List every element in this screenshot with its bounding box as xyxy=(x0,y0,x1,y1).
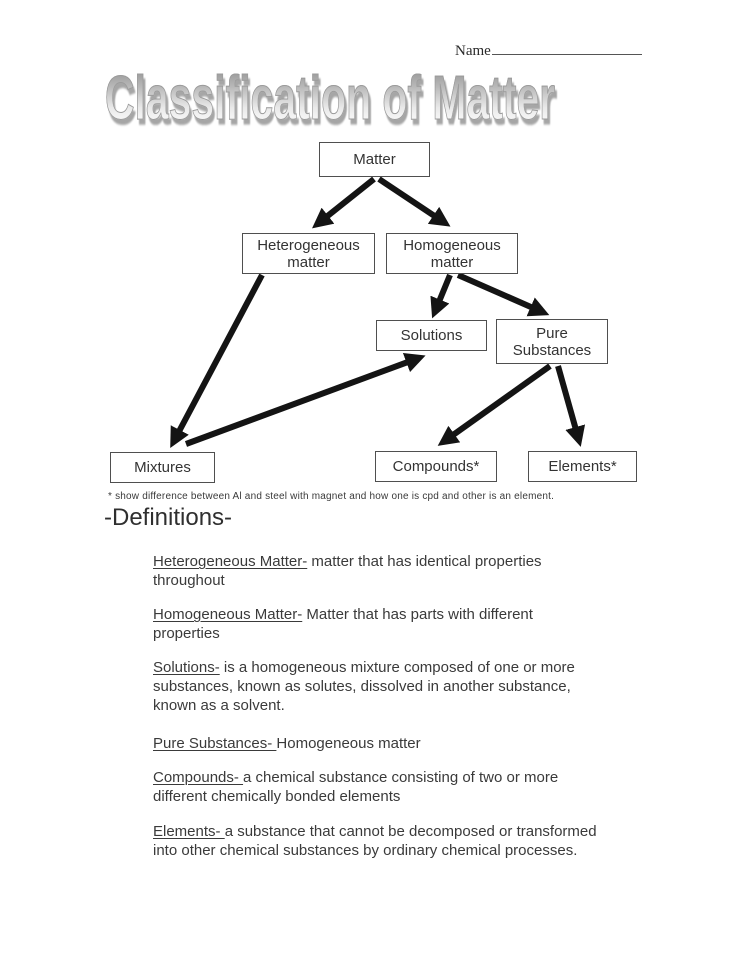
edge-matter-to-heterogeneous xyxy=(312,176,376,229)
node-solutions: Solutions xyxy=(376,320,487,351)
edge-mixtures-to-solutions xyxy=(184,352,426,447)
definition-elements: Elements- a substance that cannot be dec… xyxy=(153,822,673,860)
name-row: Name xyxy=(455,40,642,60)
definition-text: a chemical substance consisting of two o… xyxy=(153,769,559,805)
definition-term: Heterogeneous Matter- xyxy=(153,553,308,570)
node-elements: Elements* xyxy=(528,451,637,482)
definition-heterogeneous-matter: Heterogeneous Matter- matter that has id… xyxy=(153,552,673,590)
edge-pure-substances-to-elements xyxy=(555,365,586,447)
name-label: Name xyxy=(455,43,491,59)
edge-homogeneous-to-pure-substances xyxy=(456,272,550,317)
definition-text: Matter that has parts with different pro… xyxy=(153,606,533,642)
page-title: Classification of Matter xyxy=(105,64,556,133)
node-matter: Matter xyxy=(319,142,430,177)
footnote: * show difference between Al and steel w… xyxy=(108,491,555,502)
definition-term: Homogeneous Matter- xyxy=(153,606,303,623)
definition-term: Solutions- xyxy=(153,659,220,676)
edge-homogeneous-to-solutions xyxy=(430,273,453,319)
node-homogeneous-matter: Homogeneous matter xyxy=(386,233,518,274)
definitions-heading: -Definitions- xyxy=(104,504,233,531)
definition-text: matter that has identical properties thr… xyxy=(153,553,542,589)
definition-pure-substances: Pure Substances- Homogeneous matter xyxy=(153,734,673,753)
definition-text: a substance that cannot be decomposed or… xyxy=(153,823,597,859)
node-pure-substances: Pure Substances xyxy=(496,319,608,364)
definition-term: Compounds- xyxy=(153,769,244,786)
node-heterogeneous-matter: Heterogeneous matter xyxy=(242,233,375,274)
edge-matter-to-homogeneous xyxy=(377,176,451,227)
node-compounds: Compounds* xyxy=(375,451,497,482)
definition-text: is a homogeneous mixture composed of one… xyxy=(153,659,575,714)
definition-compounds: Compounds- a chemical substance consisti… xyxy=(153,768,673,806)
edge-pure-substances-to-compounds xyxy=(437,363,552,446)
definition-term: Pure Substances- xyxy=(153,735,277,752)
definition-homogeneous-matter: Homogeneous Matter- Matter that has part… xyxy=(153,605,673,643)
edge-heterogeneous-to-mixtures xyxy=(170,273,265,449)
definition-solutions: Solutions- is a homogeneous mixture comp… xyxy=(153,658,673,715)
definition-term: Elements- xyxy=(153,823,225,840)
name-blank-line xyxy=(491,40,642,55)
node-mixtures: Mixtures xyxy=(110,452,215,483)
definition-text: Homogeneous matter xyxy=(276,735,421,752)
